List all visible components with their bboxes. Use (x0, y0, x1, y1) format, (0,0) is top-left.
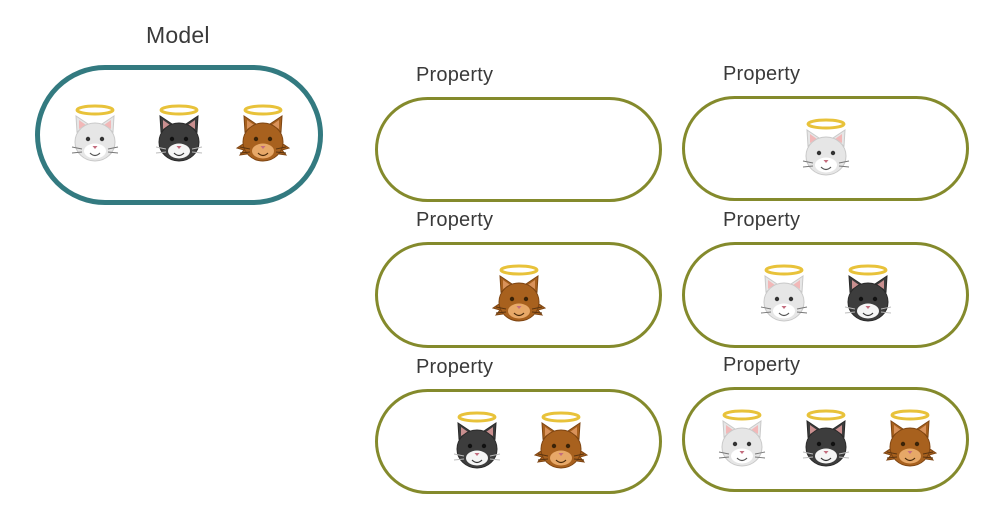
orange-cat-icon (533, 411, 588, 473)
property-set-3 (375, 242, 662, 348)
property-cats-3 (491, 264, 546, 326)
white-cat-icon (715, 409, 769, 471)
white-cat-icon (799, 118, 853, 180)
property-set-2 (682, 96, 969, 201)
property-cats-6 (715, 409, 937, 471)
property-label-1: Property (416, 64, 494, 86)
model-label: Model (146, 22, 210, 48)
property-label-4: Property (723, 209, 801, 231)
property-label-5: Property (416, 356, 494, 378)
property-set-4 (682, 242, 969, 348)
property-set-6 (682, 387, 969, 492)
property-cats-2 (799, 118, 853, 180)
property-label-6: Property (723, 354, 801, 376)
property-label-2: Property (723, 63, 801, 85)
model-cats (68, 104, 290, 166)
property-label-3: Property (416, 209, 494, 231)
property-set-1 (375, 97, 662, 202)
orange-cat-icon (236, 104, 290, 166)
black-cat-icon (152, 104, 206, 166)
property-cats-4 (757, 264, 895, 326)
model-set (35, 65, 323, 205)
black-cat-icon (841, 264, 895, 326)
white-cat-icon (68, 104, 122, 166)
orange-cat-icon (882, 409, 937, 471)
property-set-5 (375, 389, 662, 494)
orange-cat-icon (491, 264, 546, 326)
white-cat-icon (757, 264, 811, 326)
property-cats-5 (450, 411, 588, 473)
black-cat-icon (450, 411, 504, 473)
black-cat-icon (799, 409, 853, 471)
